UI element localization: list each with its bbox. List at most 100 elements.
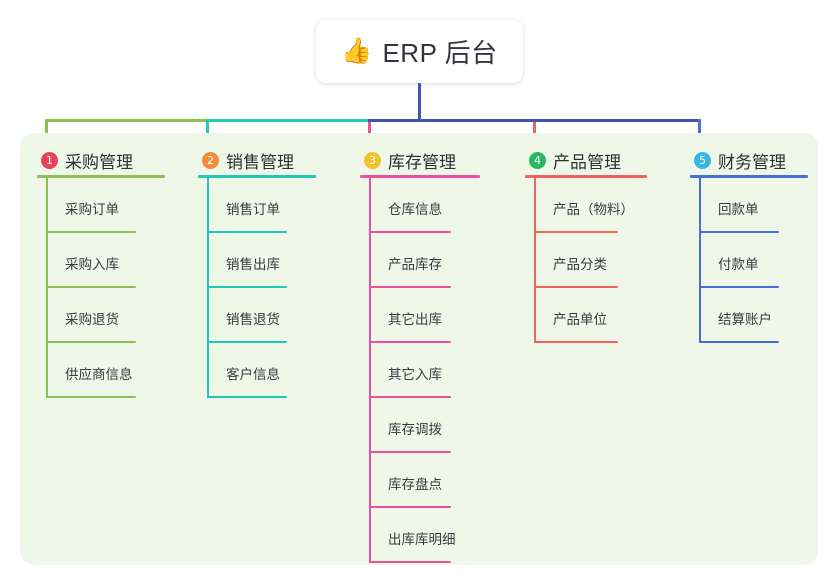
column-spine-5 bbox=[699, 178, 701, 343]
column-items-5: 回款单付款单结算账户 bbox=[690, 178, 808, 343]
trunk-segment-1 bbox=[45, 119, 208, 122]
column-title-4: 产品管理 bbox=[553, 152, 621, 172]
item-label: 采购入库 bbox=[65, 257, 119, 272]
item-rule bbox=[534, 231, 618, 233]
item-label: 销售退货 bbox=[226, 312, 280, 327]
item-rule bbox=[699, 341, 779, 343]
item-rule bbox=[369, 341, 451, 343]
trunk-segment-2 bbox=[206, 119, 370, 122]
item-rule bbox=[699, 231, 779, 233]
item-rule bbox=[46, 231, 136, 233]
column-rule-3 bbox=[360, 175, 480, 178]
column-header-4[interactable]: 4 产品管理 bbox=[525, 145, 647, 175]
column-badge-4: 4 bbox=[529, 151, 546, 169]
item-2-1[interactable]: 销售订单 bbox=[198, 178, 316, 233]
item-5-2[interactable]: 付款单 bbox=[690, 233, 808, 288]
column-items-3: 仓库信息产品库存其它出库其它入库库存调拨库存盘点出库库明细 bbox=[360, 178, 480, 563]
thumbs-up-icon: 👍 bbox=[341, 37, 373, 65]
column-badge-5: 5 bbox=[694, 151, 711, 169]
item-3-7[interactable]: 出库库明细 bbox=[360, 508, 480, 563]
item-label: 库存盘点 bbox=[388, 477, 442, 492]
column-5: 5 财务管理回款单付款单结算账户 bbox=[690, 133, 808, 343]
item-rule bbox=[46, 341, 136, 343]
column-items-2: 销售订单销售出库销售退货客户信息 bbox=[198, 178, 316, 398]
column-4: 4 产品管理产品（物料） 产品分类产品单位 bbox=[525, 133, 647, 343]
column-3: 3 库存管理仓库信息产品库存其它出库其它入库库存调拨库存盘点出库库明细 bbox=[360, 133, 480, 563]
item-2-3[interactable]: 销售退货 bbox=[198, 288, 316, 343]
column-spine-3 bbox=[369, 178, 371, 563]
item-rule bbox=[369, 506, 451, 508]
column-rule-4 bbox=[525, 175, 647, 178]
item-rule bbox=[46, 396, 136, 398]
item-rule bbox=[207, 286, 287, 288]
column-title-3: 库存管理 bbox=[388, 152, 456, 172]
item-label: 其它入库 bbox=[388, 367, 442, 382]
item-rule bbox=[46, 286, 136, 288]
item-label: 产品单位 bbox=[553, 312, 607, 327]
item-rule bbox=[699, 286, 779, 288]
item-4-2[interactable]: 产品分类 bbox=[525, 233, 647, 288]
item-rule bbox=[369, 561, 451, 563]
item-rule bbox=[369, 286, 451, 288]
item-rule bbox=[534, 286, 618, 288]
item-5-3[interactable]: 结算账户 bbox=[690, 288, 808, 343]
item-3-4[interactable]: 其它入库 bbox=[360, 343, 480, 398]
trunk-segment-3 bbox=[368, 119, 535, 122]
item-label: 回款单 bbox=[718, 202, 759, 217]
item-rule bbox=[534, 341, 618, 343]
column-badge-2: 2 bbox=[202, 151, 219, 169]
item-5-1[interactable]: 回款单 bbox=[690, 178, 808, 233]
item-2-2[interactable]: 销售出库 bbox=[198, 233, 316, 288]
item-label: 结算账户 bbox=[718, 312, 772, 327]
item-label: 采购退货 bbox=[65, 312, 119, 327]
column-header-3[interactable]: 3 库存管理 bbox=[360, 145, 480, 175]
column-spine-2 bbox=[207, 178, 209, 398]
column-badge-1: 1 bbox=[41, 151, 58, 169]
item-rule bbox=[369, 231, 451, 233]
item-3-2[interactable]: 产品库存 bbox=[360, 233, 480, 288]
item-label: 产品库存 bbox=[388, 257, 442, 272]
item-3-3[interactable]: 其它出库 bbox=[360, 288, 480, 343]
item-label: 供应商信息 bbox=[65, 367, 133, 382]
column-spine-1 bbox=[46, 178, 48, 398]
item-rule bbox=[369, 451, 451, 453]
item-4-3[interactable]: 产品单位 bbox=[525, 288, 647, 343]
column-rule-1 bbox=[37, 175, 165, 178]
item-3-1[interactable]: 仓库信息 bbox=[360, 178, 480, 233]
item-label: 产品（物料） bbox=[553, 202, 634, 217]
column-rule-5 bbox=[690, 175, 808, 178]
item-rule bbox=[207, 341, 287, 343]
item-3-5[interactable]: 库存调拨 bbox=[360, 398, 480, 453]
item-1-4[interactable]: 供应商信息 bbox=[37, 343, 165, 398]
item-4-1[interactable]: 产品（物料） bbox=[525, 178, 647, 233]
column-items-1: 采购订单采购入库采购退货供应商信息 bbox=[37, 178, 165, 398]
item-label: 客户信息 bbox=[226, 367, 280, 382]
item-1-3[interactable]: 采购退货 bbox=[37, 288, 165, 343]
column-header-5[interactable]: 5 财务管理 bbox=[690, 145, 808, 175]
column-rule-2 bbox=[198, 175, 316, 178]
root-node[interactable]: 👍 ERP 后台 bbox=[316, 20, 523, 83]
item-label: 其它出库 bbox=[388, 312, 442, 327]
item-label: 采购订单 bbox=[65, 202, 119, 217]
column-header-1[interactable]: 1 采购管理 bbox=[37, 145, 165, 175]
item-1-1[interactable]: 采购订单 bbox=[37, 178, 165, 233]
item-3-6[interactable]: 库存盘点 bbox=[360, 453, 480, 508]
item-rule bbox=[207, 231, 287, 233]
item-label: 付款单 bbox=[718, 257, 759, 272]
item-1-2[interactable]: 采购入库 bbox=[37, 233, 165, 288]
column-title-5: 财务管理 bbox=[718, 152, 786, 172]
column-1: 1 采购管理采购订单采购入库采购退货供应商信息 bbox=[37, 133, 165, 398]
column-spine-4 bbox=[534, 178, 536, 343]
item-rule bbox=[207, 396, 287, 398]
item-2-4[interactable]: 客户信息 bbox=[198, 343, 316, 398]
item-label: 销售订单 bbox=[226, 202, 280, 217]
item-label: 库存调拨 bbox=[388, 422, 442, 437]
item-label: 产品分类 bbox=[553, 257, 607, 272]
column-badge-3: 3 bbox=[364, 151, 381, 169]
item-label: 仓库信息 bbox=[388, 202, 442, 217]
column-title-1: 采购管理 bbox=[65, 152, 133, 172]
item-label: 销售出库 bbox=[226, 257, 280, 272]
